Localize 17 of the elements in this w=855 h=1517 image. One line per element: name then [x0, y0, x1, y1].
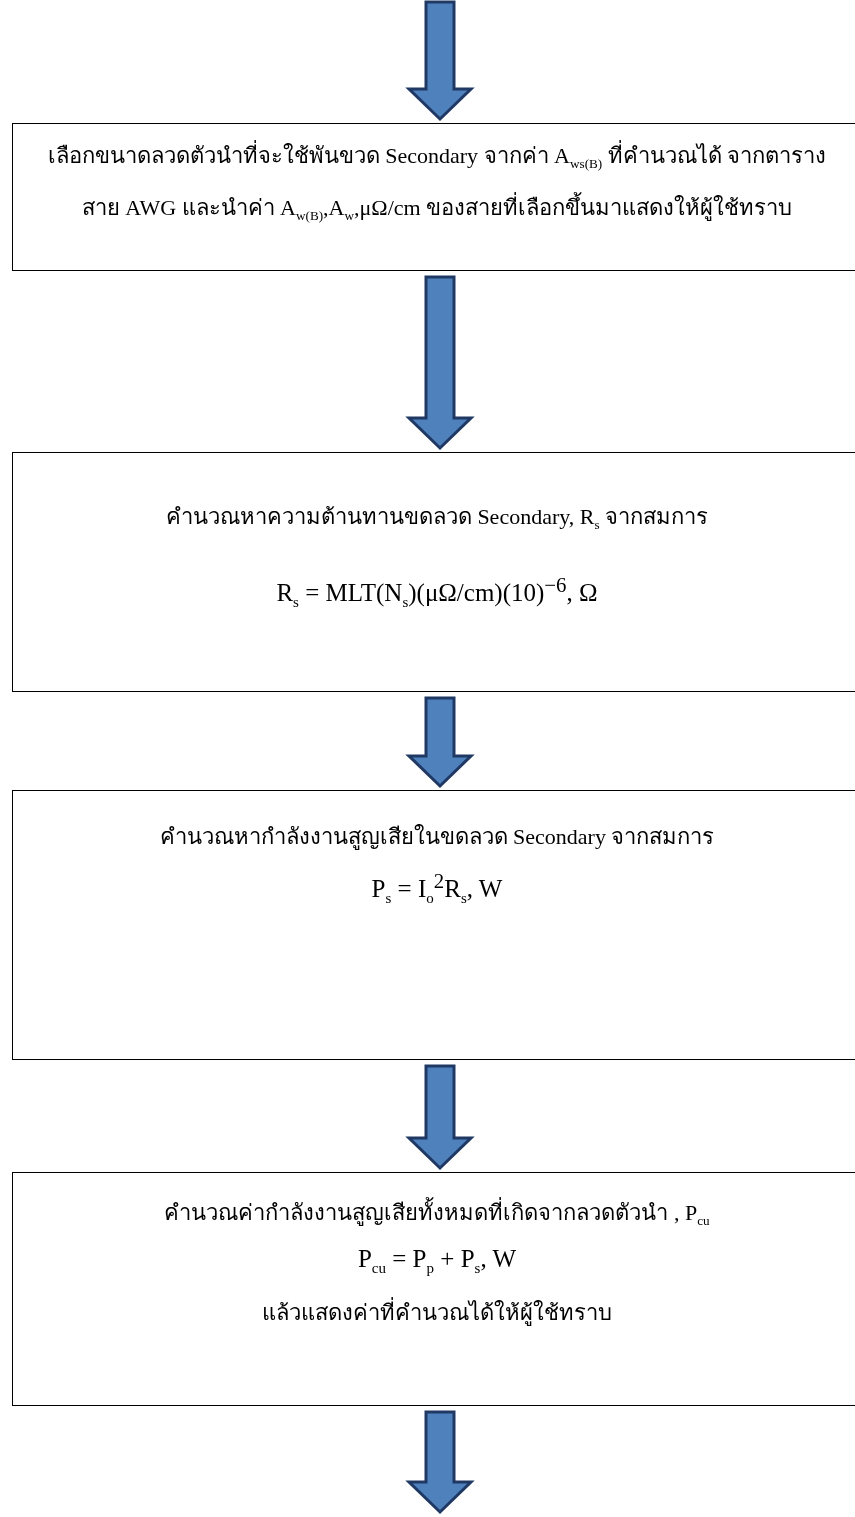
process-box	[12, 1172, 855, 1406]
step-text: คำนวณหาความต้านทานขดลวด Secondary, R$_{s}$ จากสมการ	[164, 503, 710, 535]
step-text: เลือกขนาดลวดตัวนำที่จะใช้พันขวด Secondary จากค่า A$_{ws(B)}$ ที่คำนวณได้ จากตารางสาย AWG และนำค่า A$_{w(B)}$,A$_{w}$,μΩ/cm ของสายที่เลือกขึ้นมาแสดงให้ผู้ใช้ทราบ	[33, 134, 841, 239]
arrow	[405, 275, 475, 451]
step-text: แล้วแสดงค่าที่คำนวณได้ให้ผู้ใช้ทราบ	[33, 1291, 841, 1335]
step-text: คำนวณหากำลังงานสูญเสียในขดลวด Secondary จากสมการ	[158, 823, 716, 852]
arrow	[405, 1410, 475, 1515]
process-box	[12, 452, 855, 692]
arrow	[405, 0, 475, 122]
formula: P$_{s}$ = I$_{o}$$^{2}$R$_{s}$, W	[370, 868, 504, 909]
arrow	[405, 696, 475, 789]
formula: R$_{s}$ = MLT(N$_{s}$)(μΩ/cm)(10)$^{−6}$, Ω	[275, 572, 599, 613]
formula: P$_{cu}$ = P$_{p}$ + P$_{s}$, W	[356, 1244, 518, 1278]
step-text: คำนวณค่ากำลังงานสูญเสียทั้งหมดที่เกิดจากลวดตัวนำ , P$_{cu}$	[33, 1191, 841, 1244]
process-box	[12, 123, 855, 271]
arrow	[405, 1064, 475, 1171]
process-box	[12, 790, 855, 1060]
